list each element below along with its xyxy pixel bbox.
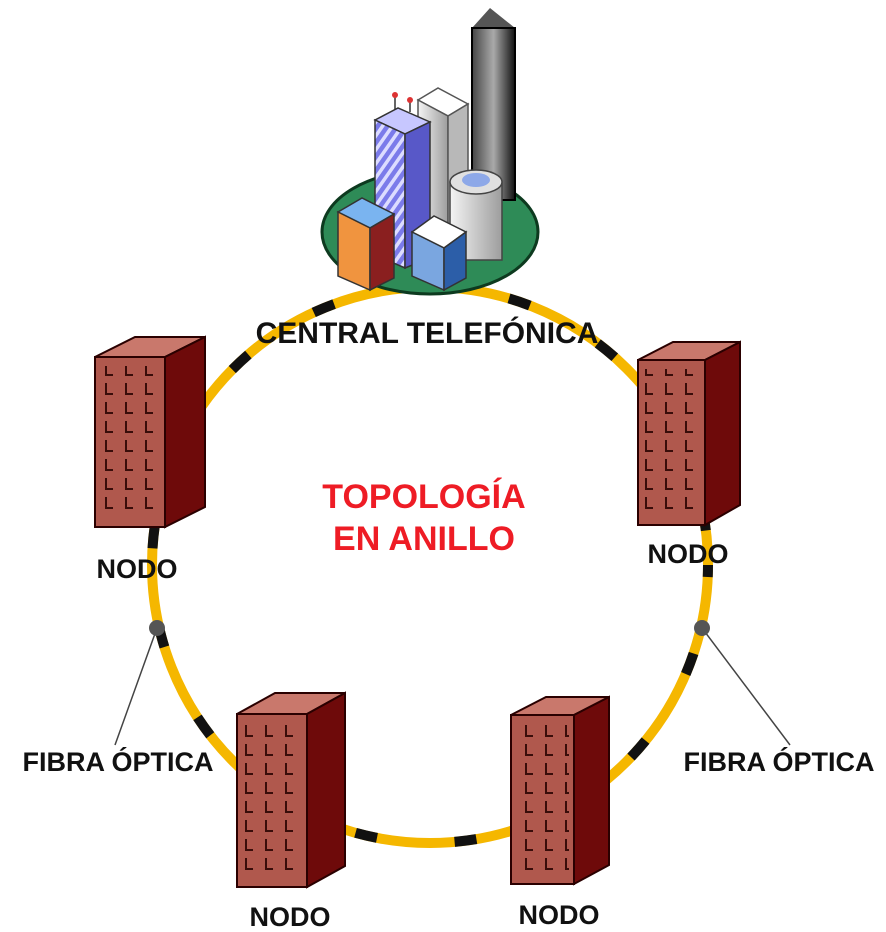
- diagram-title-line2: EN ANILLO: [333, 520, 515, 558]
- diagram-title-line1: TOPOLOGÍA: [322, 478, 525, 516]
- central-telephone-exchange: [320, 8, 540, 296]
- node-label-bottom-right: NODO: [519, 900, 600, 930]
- node-building-bottom-right: [510, 695, 610, 886]
- fiber-callout-right: [694, 620, 791, 746]
- node-label-right: NODO: [648, 539, 729, 569]
- fiber-label-right: FIBRA ÓPTICA: [684, 746, 875, 777]
- central-label: CENTRAL TELEFÓNICA: [256, 316, 599, 350]
- node-building-right: [637, 340, 741, 527]
- fiber-callout-left: [114, 620, 165, 746]
- node-label-bottom-left: NODO: [250, 902, 331, 932]
- node-building-left: [94, 335, 206, 529]
- fiber-label-left: FIBRA ÓPTICA: [23, 746, 214, 777]
- fiber-ring: [147, 282, 713, 848]
- node-label-left: NODO: [97, 554, 178, 584]
- node-building-bottom-left: [236, 691, 346, 889]
